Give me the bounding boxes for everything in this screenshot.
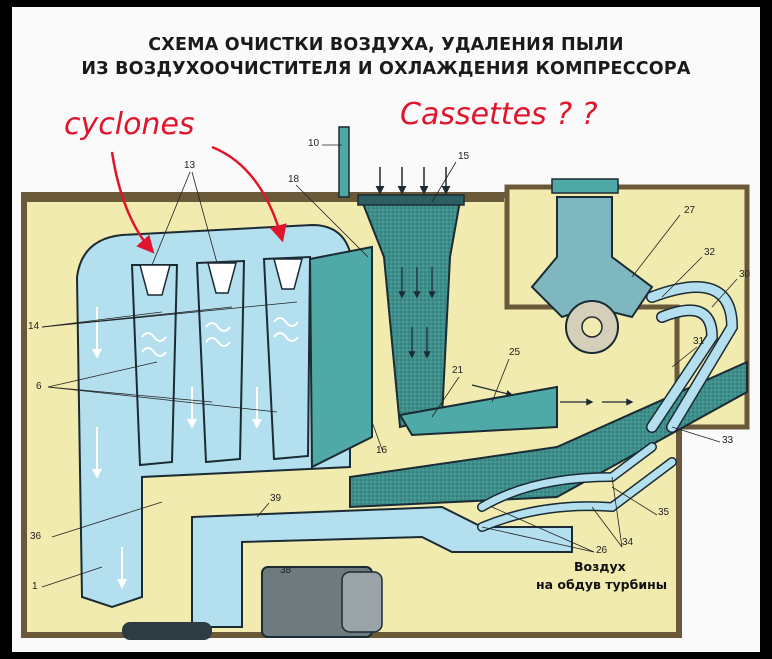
callout-34: 34 bbox=[622, 537, 634, 548]
schematic-drawing bbox=[21, 126, 750, 640]
callout-30: 30 bbox=[739, 269, 751, 280]
callout-25: 25 bbox=[509, 347, 521, 358]
annotation-arrows bbox=[110, 145, 287, 254]
compressor-inlet-cap bbox=[551, 178, 619, 194]
callout-32: 32 bbox=[704, 247, 716, 258]
callout-15: 15 bbox=[458, 151, 470, 162]
diagram-title-line-2: ИЗ ВОЗДУХООЧИСТИТЕЛЯ И ОХЛАЖДЕНИЯ КОМПРЕ… bbox=[81, 59, 691, 79]
housing-roof bbox=[24, 192, 504, 202]
callout-18: 18 bbox=[288, 174, 300, 185]
cyclone-swirls bbox=[141, 317, 299, 357]
callout-35: 35 bbox=[658, 507, 670, 518]
callout-21: 21 bbox=[452, 365, 464, 376]
callout-38: 38 bbox=[280, 565, 292, 576]
callout-16: 16 bbox=[376, 445, 388, 456]
part-10-tube bbox=[338, 126, 350, 198]
callout-1: 1 bbox=[32, 581, 38, 592]
filter-chamber bbox=[308, 245, 373, 469]
cassette-flow-arrows bbox=[398, 267, 436, 359]
label-to-turbine: на обдув турбины bbox=[536, 577, 668, 592]
label-air: Воздух bbox=[574, 559, 626, 574]
callout-6: 6 bbox=[36, 381, 42, 392]
callout-10: 10 bbox=[308, 138, 320, 149]
callout-36: 36 bbox=[30, 531, 42, 542]
cassette-top-frame bbox=[357, 194, 465, 206]
duct-arrows bbox=[471, 384, 634, 406]
cyclone-caps bbox=[139, 258, 303, 296]
callout-31: 31 bbox=[693, 336, 705, 347]
inlet-arrows bbox=[375, 167, 451, 195]
annotation-cyclones: cyclones bbox=[64, 107, 195, 142]
leader-lines bbox=[41, 144, 738, 588]
callout-26: 26 bbox=[596, 545, 608, 556]
outlet-duct bbox=[398, 385, 558, 437]
callout-27: 27 bbox=[684, 205, 696, 216]
callout-33: 33 bbox=[722, 435, 734, 446]
exhaust-duct bbox=[349, 360, 748, 509]
callout-14: 14 bbox=[28, 321, 40, 332]
diagram-title-line-1: СХЕМА ОЧИСТКИ ВОЗДУХА, УДАЛЕНИЯ ПЫЛИ bbox=[148, 35, 624, 55]
turbine-air-channel bbox=[191, 505, 573, 628]
diagram-frame: СХЕМА ОЧИСТКИ ВОЗДУХА, УДАЛЕНИЯ ПЫЛИ ИЗ … bbox=[12, 7, 760, 652]
annotation-cassettes: Cassettes ? ? bbox=[400, 97, 598, 132]
callout-39: 39 bbox=[270, 493, 282, 504]
callout-13: 13 bbox=[184, 160, 196, 171]
